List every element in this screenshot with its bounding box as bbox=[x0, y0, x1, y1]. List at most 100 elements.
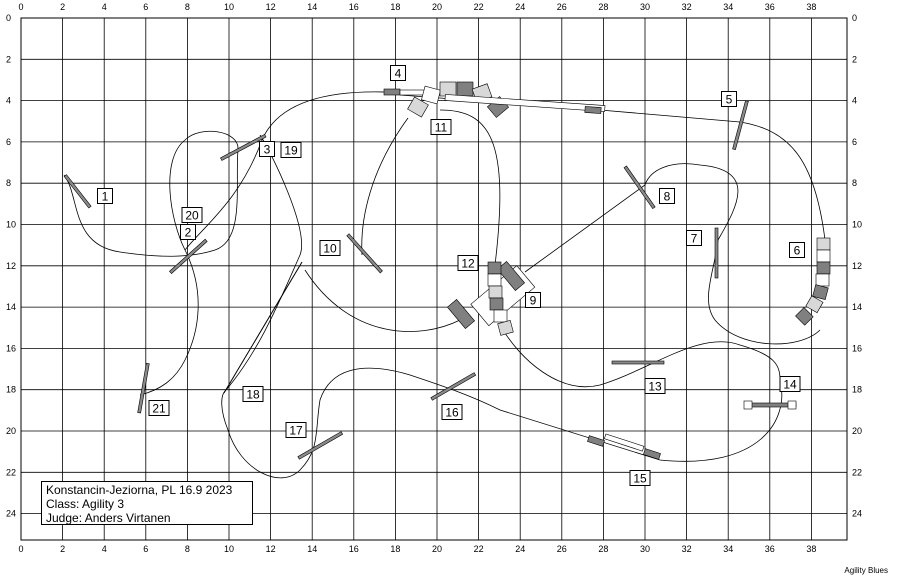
course-location-date: Konstancin-Jeziorna, PL 16.9 2023 bbox=[46, 483, 233, 497]
x-tick-label-bottom: 30 bbox=[640, 544, 650, 554]
y-tick-label-left: 22 bbox=[6, 467, 16, 477]
y-tick-label-left: 12 bbox=[6, 261, 16, 271]
x-tick-label-bottom: 18 bbox=[390, 544, 400, 554]
jump-1 bbox=[63, 174, 92, 209]
obstacle-number: 3 bbox=[264, 143, 271, 157]
obstacle-number-box bbox=[789, 242, 805, 258]
obstacle-number-box bbox=[457, 255, 479, 271]
tunnel-12 bbox=[487, 261, 514, 336]
obstacle-number: 6 bbox=[794, 244, 801, 258]
y-tick-label-left: 2 bbox=[6, 54, 11, 64]
obstacle-number: 16 bbox=[445, 406, 459, 420]
x-tick-label-bottom: 2 bbox=[60, 544, 65, 554]
x-tick-label-top: 0 bbox=[18, 2, 23, 12]
tunnel-9 bbox=[446, 260, 536, 330]
y-tick-label-right: 14 bbox=[852, 302, 862, 312]
obstacle-number-box bbox=[259, 141, 275, 157]
y-tick-label-left: 8 bbox=[6, 178, 11, 188]
x-tick-label-top: 8 bbox=[185, 2, 190, 12]
jump-7 bbox=[714, 227, 719, 279]
y-tick-label-right: 24 bbox=[852, 509, 862, 519]
x-tick-label-bottom: 6 bbox=[143, 544, 148, 554]
y-tick-label-left: 14 bbox=[6, 302, 16, 312]
jump-13 bbox=[611, 360, 665, 365]
obstacle-number: 4 bbox=[395, 67, 402, 81]
x-tick-label-bottom: 22 bbox=[474, 544, 484, 554]
y-tick-label-right: 18 bbox=[852, 385, 862, 395]
x-tick-label-top: 30 bbox=[640, 2, 650, 12]
x-tick-label-bottom: 10 bbox=[224, 544, 234, 554]
jump-3-19 bbox=[220, 133, 267, 161]
x-tick-label-top: 38 bbox=[806, 2, 816, 12]
course-class: Class: Agility 3 bbox=[46, 497, 125, 511]
obstacle-number: 1 bbox=[102, 190, 109, 204]
obstacle-number-box bbox=[97, 188, 113, 204]
x-tick-label-top: 36 bbox=[765, 2, 775, 12]
x-tick-label-bottom: 24 bbox=[515, 544, 525, 554]
course-frame bbox=[20, 17, 848, 541]
obstacle-number: 19 bbox=[284, 144, 298, 158]
x-tick-label-top: 18 bbox=[390, 2, 400, 12]
y-tick-label-left: 18 bbox=[6, 385, 16, 395]
jump-10 bbox=[346, 233, 383, 274]
x-tick-label-bottom: 28 bbox=[598, 544, 608, 554]
x-tick-label-top: 12 bbox=[266, 2, 276, 12]
obstacle-number: 9 bbox=[530, 294, 537, 308]
y-tick-label-right: 20 bbox=[852, 426, 862, 436]
obstacle-number-box bbox=[242, 386, 264, 402]
obstacle-number-box bbox=[148, 400, 170, 416]
obstacle-number-box bbox=[390, 65, 406, 81]
x-tick-label-top: 14 bbox=[307, 2, 317, 12]
obstacle-number-box bbox=[280, 142, 302, 158]
obstacle-number: 14 bbox=[783, 378, 797, 392]
x-tick-label-top: 20 bbox=[432, 2, 442, 12]
x-tick-label-bottom: 4 bbox=[102, 544, 107, 554]
y-tick-label-right: 16 bbox=[852, 343, 862, 353]
x-tick-label-bottom: 8 bbox=[185, 544, 190, 554]
y-tick-label-left: 16 bbox=[6, 343, 16, 353]
obstacle-number-box bbox=[430, 119, 452, 135]
x-tick-label-top: 4 bbox=[102, 2, 107, 12]
course-info-box: Konstancin-Jeziorna, PL 16.9 2023 Class:… bbox=[41, 481, 253, 525]
x-tick-label-top: 24 bbox=[515, 2, 525, 12]
x-tick-label-bottom: 12 bbox=[266, 544, 276, 554]
jump-5 bbox=[732, 100, 749, 151]
y-tick-label-right: 12 bbox=[852, 261, 862, 271]
obstacle-number: 8 bbox=[664, 190, 671, 204]
x-tick-label-top: 26 bbox=[557, 2, 567, 12]
obstacle-number: 20 bbox=[185, 209, 199, 223]
obstacle-number-box bbox=[686, 230, 702, 246]
obstacle-number-box bbox=[285, 422, 307, 438]
obstacle-number: 11 bbox=[435, 121, 448, 135]
jump-17 bbox=[297, 431, 344, 460]
x-tick-label-bottom: 32 bbox=[682, 544, 692, 554]
x-tick-label-bottom: 34 bbox=[723, 544, 733, 554]
jump-8 bbox=[623, 165, 656, 210]
obstacle-number: 7 bbox=[691, 232, 698, 246]
jump-21 bbox=[137, 362, 150, 414]
y-tick-label-left: 0 bbox=[6, 13, 11, 23]
tunnel-6 bbox=[795, 237, 831, 326]
brand-label: Agility Blues bbox=[844, 566, 888, 575]
course-judge: Judge: Anders Virtanen bbox=[46, 511, 171, 525]
x-tick-label-top: 6 bbox=[143, 2, 148, 12]
obstacle-number: 21 bbox=[152, 402, 166, 416]
x-tick-label-top: 2 bbox=[60, 2, 65, 12]
obstacle-number-box bbox=[779, 376, 801, 392]
y-tick-label-right: 10 bbox=[852, 220, 862, 230]
y-tick-label-left: 6 bbox=[6, 137, 11, 147]
x-tick-label-top: 22 bbox=[474, 2, 484, 12]
obstacle-number: 5 bbox=[726, 93, 733, 107]
obstacle-number: 10 bbox=[323, 242, 337, 256]
x-tick-label-bottom: 16 bbox=[349, 544, 359, 554]
y-tick-label-left: 20 bbox=[6, 426, 16, 436]
x-tick-label-top: 16 bbox=[349, 2, 359, 12]
x-tick-label-top: 34 bbox=[723, 2, 733, 12]
obstacle-number-box bbox=[721, 91, 737, 107]
y-tick-label-right: 4 bbox=[852, 96, 857, 106]
obstacle-number-box bbox=[319, 240, 341, 256]
obstacle-number: 15 bbox=[633, 472, 647, 486]
obstacle-number: 17 bbox=[289, 424, 303, 438]
jump-16 bbox=[430, 372, 477, 401]
